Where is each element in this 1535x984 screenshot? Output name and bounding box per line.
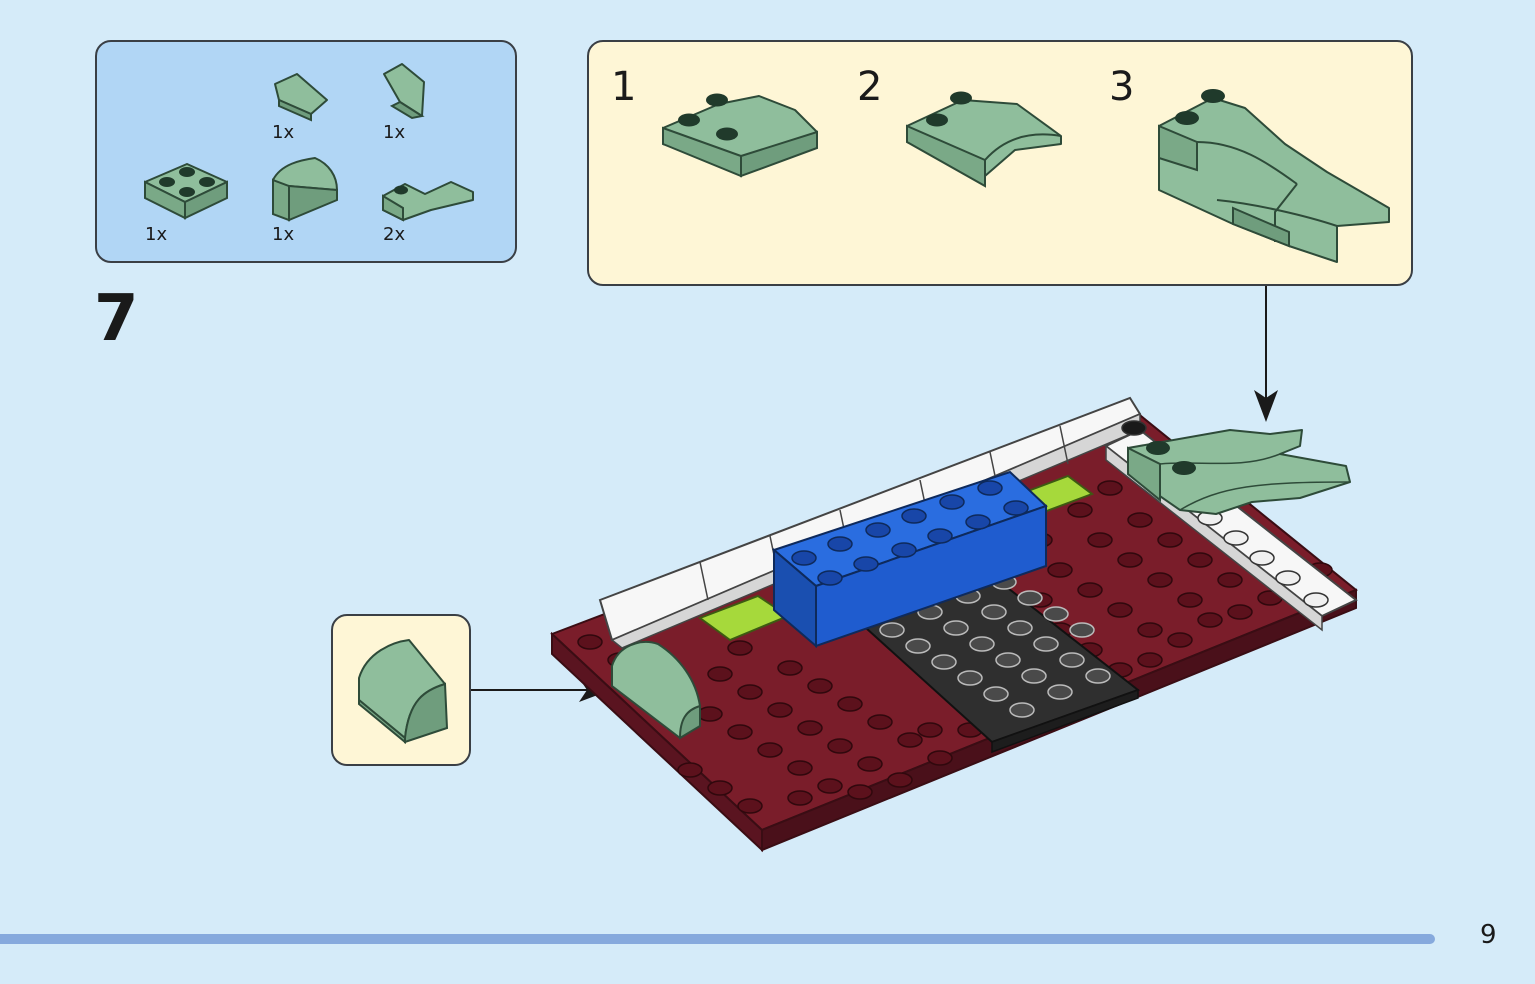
parts-list-box: 1x 1x 1x 1x 2x <box>95 40 517 263</box>
page-number: 9 <box>1480 920 1497 950</box>
part-qty-2: 1x <box>383 122 406 143</box>
step-number: 7 <box>94 282 139 356</box>
plate-2x2-icon <box>144 163 228 220</box>
wedge-slope-tall-icon <box>383 63 425 120</box>
curved-slope-brick-icon <box>358 639 449 745</box>
sub-step-3-illustration <box>1158 89 1390 263</box>
sub-step-label-1: 1 <box>611 64 637 110</box>
sub-step-1-illustration <box>662 93 818 178</box>
part-qty-1: 1x <box>272 122 295 143</box>
callout-box <box>331 614 471 766</box>
wedge-slope-small-icon <box>274 73 328 122</box>
page-progress-bar <box>0 934 1435 944</box>
sub-step-2-illustration <box>906 91 1062 188</box>
model-illustration <box>550 396 1358 853</box>
wing-curve-plate-icon <box>382 181 474 222</box>
part-qty-3: 1x <box>145 224 168 245</box>
part-qty-5: 2x <box>383 224 406 245</box>
part-qty-4: 1x <box>272 224 295 245</box>
sub-step-label-3: 3 <box>1109 64 1135 110</box>
blue-studs <box>791 480 1029 586</box>
sub-assembly-box: 1 2 3 <box>587 40 1413 286</box>
arrow-down-icon <box>1254 286 1278 422</box>
curved-slope-brick-icon <box>272 157 338 222</box>
sub-step-label-2: 2 <box>857 64 883 110</box>
